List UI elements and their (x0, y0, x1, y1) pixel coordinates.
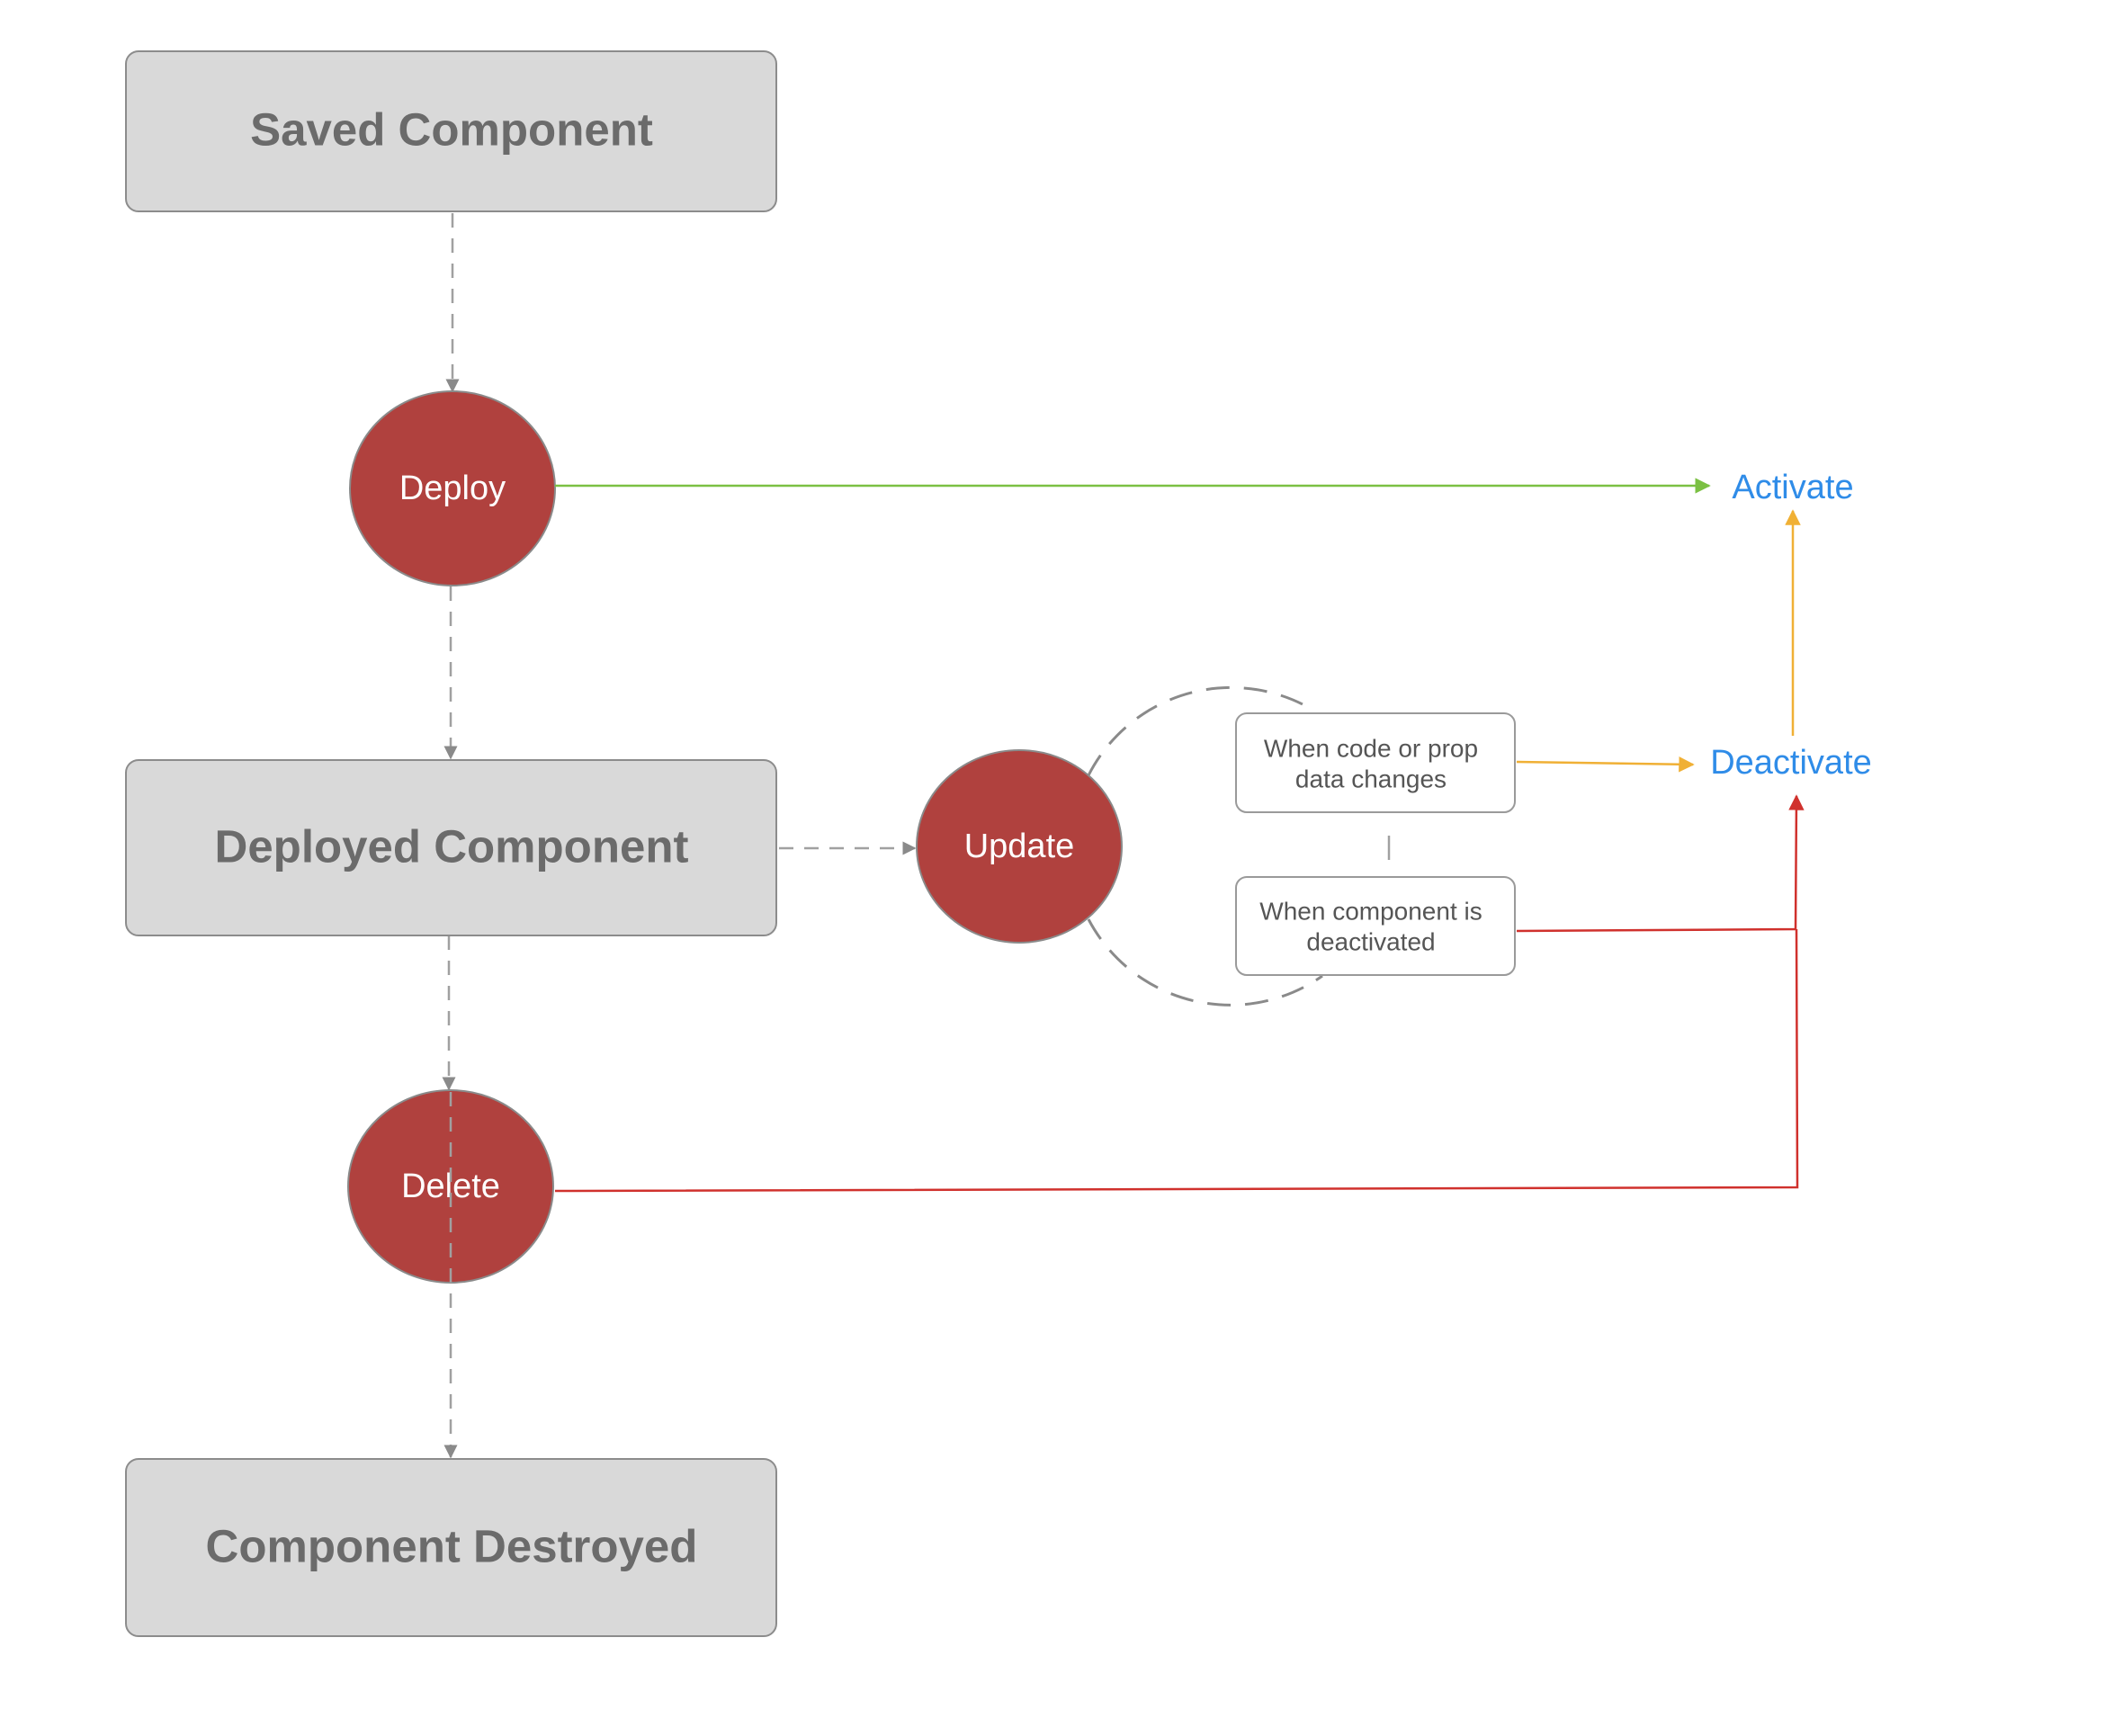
state-deployed-label: Deployed Component (214, 821, 688, 872)
condition-code-change-line-1: When code or prop (1264, 735, 1478, 763)
action-update-label: Update (964, 828, 1075, 865)
state-saved-component: Saved Component (125, 50, 777, 212)
condition-deactivated-line-1: When component is (1259, 898, 1482, 926)
delete-to-deactivate-arrow (554, 928, 1799, 1193)
state-saved-label: Saved Component (250, 104, 653, 156)
state-destroyed-label: Component Destroyed (206, 1521, 698, 1572)
condition-deactivated-line-2: deactivated (1306, 928, 1435, 956)
action-deploy: Deploy (349, 390, 556, 586)
update-conditions-arc (1087, 685, 1305, 776)
condition-code-change: When code or prop data changes (1235, 712, 1516, 813)
state-deployed-component: Deployed Component (125, 759, 777, 936)
condition-deactivated: When component is deactivated (1235, 876, 1516, 976)
action-update: Update (916, 749, 1123, 944)
state-component-destroyed: Component Destroyed (125, 1458, 777, 1637)
code-change-to-deactivate-arrow (1516, 756, 1695, 773)
hook-activate-label: Activate (1732, 469, 1853, 506)
action-deploy-label: Deploy (399, 470, 506, 507)
update-conditions-arc-lower (1087, 918, 1323, 1007)
condition-code-change-line-2: data changes (1295, 765, 1447, 793)
deactivated-to-deactivate-arrow (1516, 794, 1805, 933)
hook-deactivate-label: Deactivate (1710, 744, 1872, 782)
